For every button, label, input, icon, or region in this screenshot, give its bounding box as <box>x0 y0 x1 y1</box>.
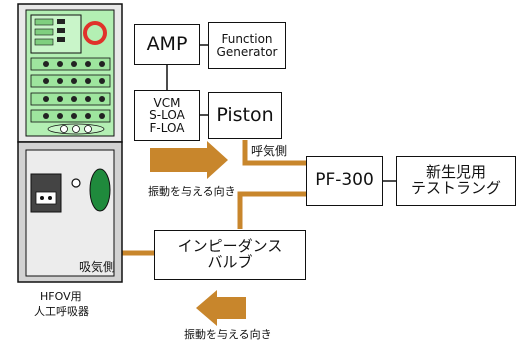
pf300-box: PF-300 <box>306 156 383 206</box>
piston-label: Piston <box>216 103 274 126</box>
vcm-label-line2: S-LOA <box>149 108 185 123</box>
dial-icon <box>71 61 77 67</box>
ventilator-label-line1: HFOV用 <box>40 290 82 303</box>
exhale-tube <box>242 140 306 166</box>
impedance-valve-label-line1: インピーダンス <box>177 237 283 256</box>
test-lung-label-line1: 新生児用 <box>425 163 486 182</box>
dial-icon <box>43 96 49 102</box>
display-segment <box>57 28 65 33</box>
dial-icon <box>99 113 105 119</box>
vcm-label-line3: F-LOA <box>149 120 185 135</box>
function-generator-label-line1: Function <box>221 31 273 46</box>
dial-icon <box>85 96 91 102</box>
dial-icon <box>71 113 77 119</box>
vcm-label-line1: VCM <box>153 95 181 110</box>
control-row <box>30 74 111 88</box>
vibration-direction-upper-label: 振動を与える向き <box>148 185 236 198</box>
dial-icon <box>71 78 77 84</box>
display-segment <box>34 28 54 36</box>
dial-icon <box>71 96 77 102</box>
display-segment <box>34 38 54 46</box>
control-row <box>30 92 111 106</box>
control-row <box>30 57 111 71</box>
hfov-ventilator-device <box>17 3 123 283</box>
impedance-valve-box: インピーダンス バルブ <box>154 230 306 280</box>
round-button-icon <box>60 125 68 133</box>
round-button-icon <box>72 125 80 133</box>
piston-box: Piston <box>208 92 282 139</box>
test-lung-label-line2: テストラング <box>410 179 501 197</box>
vibration-direction-lower-label: 振動を与える向き <box>184 328 272 341</box>
dial-icon <box>85 78 91 84</box>
dial-icon <box>43 113 49 119</box>
ventilator-label-line2: 人工呼吸器 <box>34 305 89 318</box>
connector-pin-icon <box>48 196 52 200</box>
control-row <box>30 109 111 123</box>
amp-label: AMP <box>146 32 188 55</box>
function-generator-label-line2: Generator <box>216 44 278 59</box>
exhale-side-label: 呼気側 <box>251 144 288 158</box>
display-segment <box>34 18 54 26</box>
status-ring-icon <box>83 21 107 45</box>
inhale-to-pf300-tube <box>237 191 306 229</box>
dial-icon <box>99 96 105 102</box>
dial-icon <box>57 96 63 102</box>
function-generator-box: Function Generator <box>208 22 286 69</box>
connector-pin-icon <box>40 196 44 200</box>
dial-icon <box>85 61 91 67</box>
green-knob-icon <box>89 168 111 212</box>
port-icon <box>71 178 81 188</box>
dial-icon <box>57 61 63 67</box>
vibration-arrow-lower <box>196 290 246 326</box>
vibration-arrow-upper <box>150 141 228 179</box>
dial-icon <box>43 78 49 84</box>
dial-icon <box>99 61 105 67</box>
display-segment <box>57 19 65 24</box>
dial-icon <box>57 78 63 84</box>
round-button-icon <box>84 125 92 133</box>
vcm-box: VCM S-LOA F-LOA <box>134 90 200 141</box>
dial-icon <box>99 78 105 84</box>
dial-icon <box>57 113 63 119</box>
pf300-label: PF-300 <box>315 170 374 191</box>
dial-icon <box>85 113 91 119</box>
inhale-side-label: 吸気側 <box>79 260 116 274</box>
dial-icon <box>43 61 49 67</box>
test-lung-box: 新生児用 テストラング <box>396 156 516 206</box>
amp-box: AMP <box>134 24 200 65</box>
display-segment <box>57 37 65 42</box>
impedance-valve-label-line2: バルブ <box>207 253 253 271</box>
connector-inner <box>35 191 57 205</box>
